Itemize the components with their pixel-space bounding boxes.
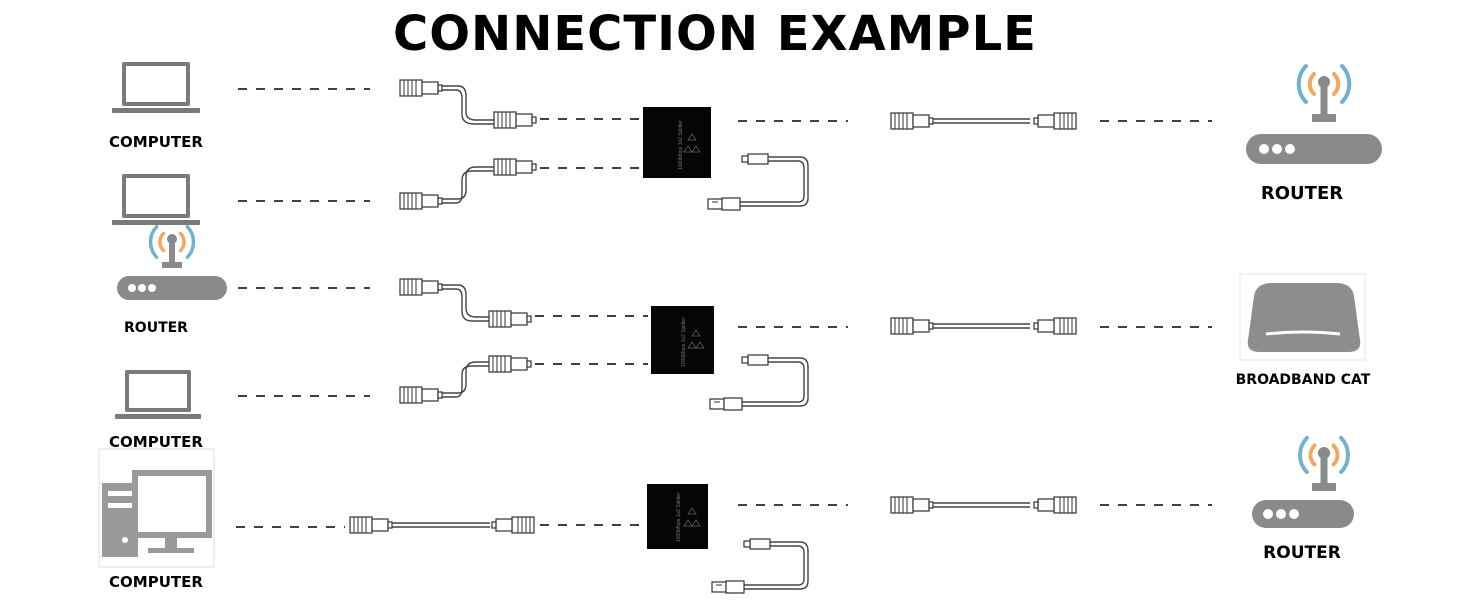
splitter-label: 1000Mbps 1x2 Splitter [681,317,687,367]
ethernet-cable-icon [399,278,532,328]
ethernet-cable-icon [399,79,537,129]
usb-power-cable-icon [711,538,809,594]
laptop-icon [112,62,200,113]
ethernet-cable-icon [890,112,1077,130]
ethernet-cable-icon [349,516,535,534]
laptop-icon [112,174,200,225]
broadband-modem-icon [1239,273,1366,361]
router-icon [1252,435,1354,528]
splitter-label: 1000Mbps 1x2 Splitter [676,492,682,542]
ethernet-cable-icon [399,158,537,210]
router-icon [1246,64,1382,164]
router-icon [117,224,227,300]
page-title: CONNECTION EXAMPLE [393,6,1037,62]
ethernet-cable-icon [890,317,1077,335]
router-label: ROUTER [1263,543,1341,563]
modem-label: BROADBAND CAT [1236,372,1371,388]
ethernet-cable-icon [890,496,1077,514]
computer-label: COMPUTER [109,133,203,151]
laptop-icon [115,370,201,419]
usb-power-cable-icon [709,354,809,411]
ethernet-splitter-icon: 1000Mbps 1x2 Splitter [651,306,714,374]
ethernet-cable-icon [399,355,532,404]
router-label: ROUTER [124,320,188,336]
computer-label: COMPUTER [109,433,203,451]
desktop-computer-icon [98,448,215,568]
computer-label: COMPUTER [109,573,203,591]
ethernet-splitter-icon: 1000Mbps 1x2 Splitter [647,484,708,549]
splitter-label: 1000Mbps 1x2 Splitter [678,120,684,170]
ethernet-splitter-icon: 1000Mbps 1x2 Splitter [643,107,711,178]
usb-power-cable-icon [707,153,809,211]
router-label: ROUTER [1261,183,1343,204]
